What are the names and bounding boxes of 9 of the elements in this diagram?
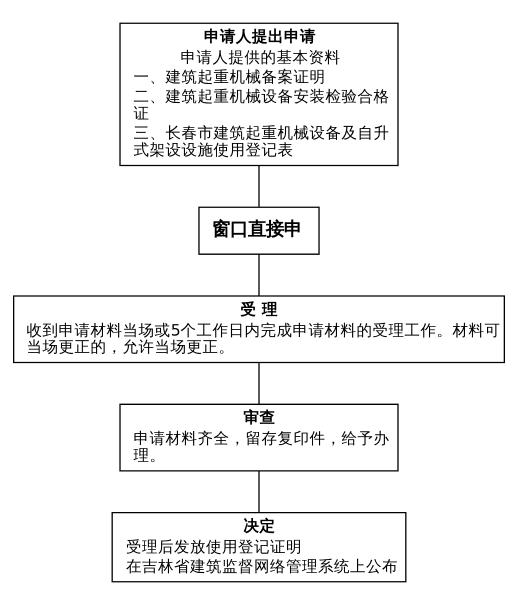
node-box: 审查 申请材料齐全，留存复印件，给予办理。 <box>119 403 399 471</box>
connector <box>258 362 260 404</box>
node-box: 决定 受理后发放使用登记证明 在吉林省建筑监督网络管理系统上公布 <box>112 511 406 582</box>
node-box: 受 理 收到申请材料当场或5个工作日内完成申请材料的受理工作。材料可当场更正的，允许当场更正。 <box>13 294 505 363</box>
node-box: 窗口直接申 <box>198 206 320 254</box>
connector <box>258 254 260 296</box>
node-box: 申请人提出申请 申请人提供的基本资料 一、建筑起重机械备案证明 二、建筑起重机械设备安装检验合格证 三、长春市建筑起重机械设备及自升式架设设施使用登记表 <box>119 22 399 166</box>
connector <box>258 470 260 512</box>
connector <box>258 165 260 206</box>
